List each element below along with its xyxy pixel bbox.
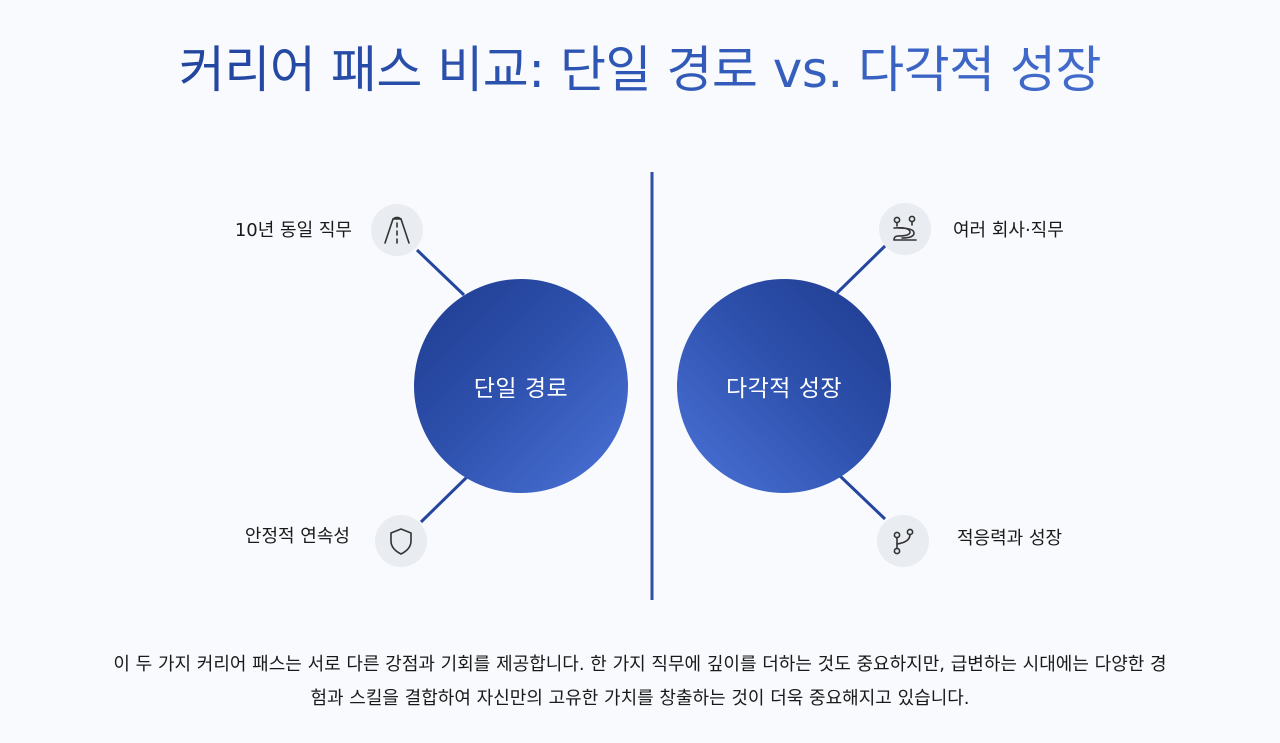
winding-route-icon <box>879 203 931 255</box>
left-item-2-label: 안정적 연속성 <box>244 526 350 547</box>
page-title: 커리어 패스 비교: 단일 경로 vs. 다각적 성장 <box>0 38 1280 102</box>
road-icon <box>371 204 423 256</box>
single-path-circle: 단일 경로 <box>414 279 628 493</box>
multi-path-circle: 다각적 성장 <box>677 279 891 493</box>
right-item-2-label: 적응력과 성장 <box>957 528 1063 549</box>
footer-description: 이 두 가지 커리어 패스는 서로 다른 강점과 기회를 제공합니다. 한 가지… <box>40 648 1240 716</box>
footer-line-1: 이 두 가지 커리어 패스는 서로 다른 강점과 기회를 제공합니다. 한 가지… <box>113 654 1167 675</box>
connector-left-bottom <box>419 474 470 524</box>
connector-right-top <box>835 244 887 295</box>
left-item-1-label: 10년 동일 직무 <box>234 220 352 241</box>
shield-icon <box>375 515 427 567</box>
connector-right-bottom <box>838 474 887 521</box>
single-path-label: 단일 경로 <box>473 376 569 402</box>
branch-path-icon <box>877 515 929 567</box>
right-item-1-label: 여러 회사·직무 <box>953 220 1064 241</box>
multi-path-label: 다각적 성장 <box>725 376 843 402</box>
connector-left-top <box>415 248 466 297</box>
footer-line-2: 험과 스킬을 결합하여 자신만의 고유한 가치를 창출하는 것이 더욱 중요해지… <box>310 688 970 709</box>
